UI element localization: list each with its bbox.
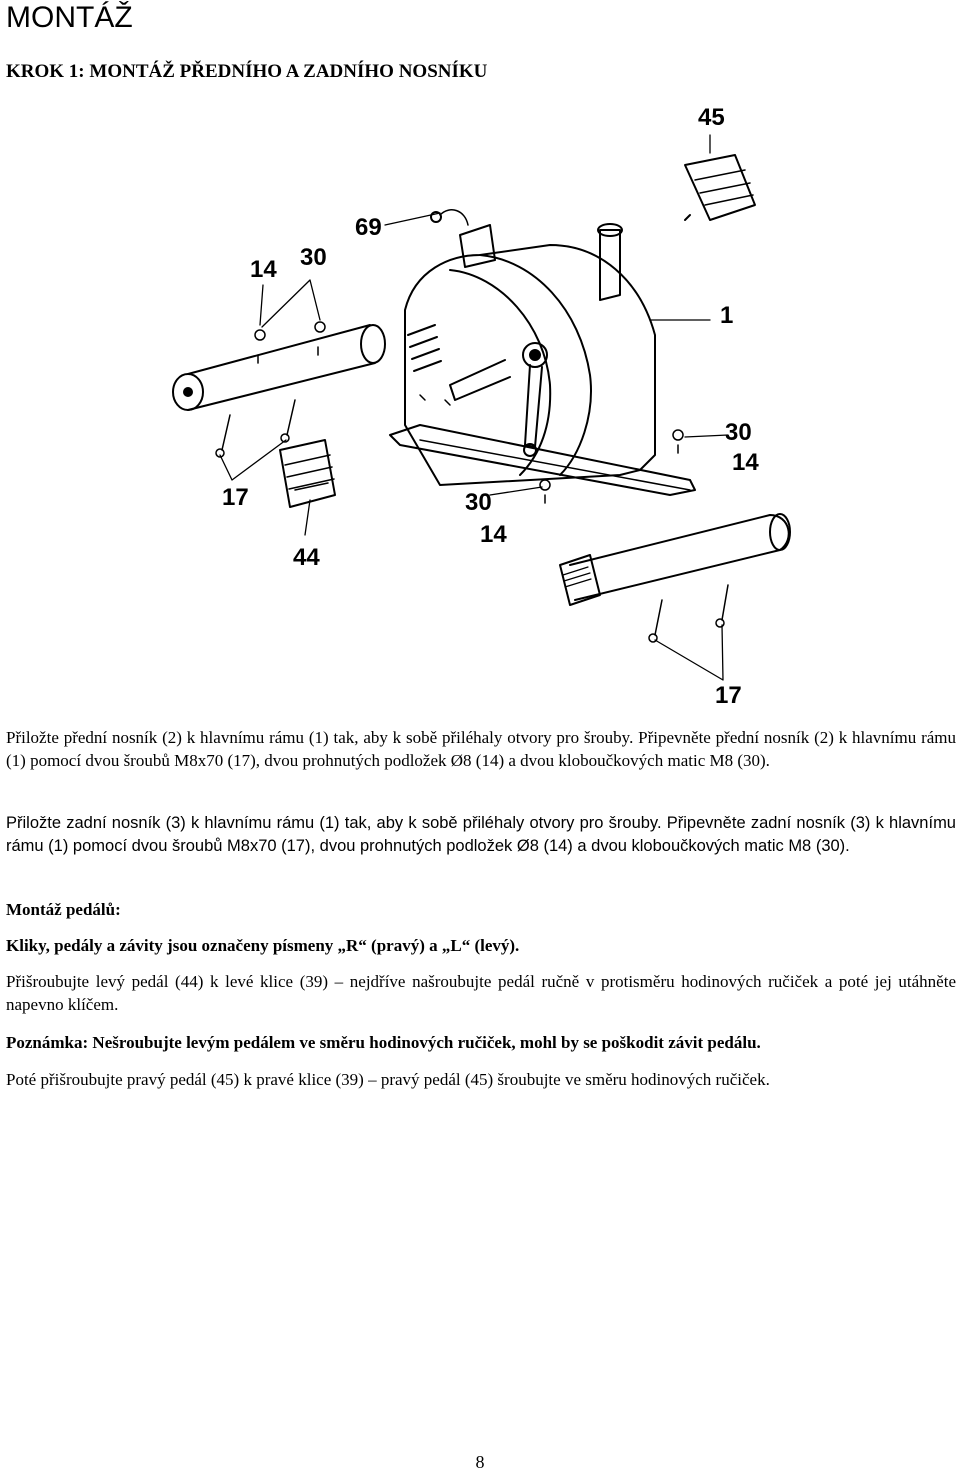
fasteners: [215, 321, 729, 643]
callout-14-center: 14: [480, 521, 507, 548]
callout-14: 14: [250, 256, 277, 283]
right-pedal: [684, 154, 756, 221]
heading-pedal-assembly: Montáž pedálů:: [6, 900, 121, 919]
callout-44: 44: [293, 544, 320, 571]
leader-lines: [219, 134, 729, 681]
step-title: KROK 1: MONTÁŽ PŘEDNÍHO A ZADNÍHO NOSNÍK…: [6, 61, 488, 82]
callout-14-right: 14: [732, 449, 759, 476]
callout-45: 45: [698, 104, 725, 131]
callout-17-front: 17: [715, 682, 742, 709]
callout-30-right: 30: [725, 419, 752, 446]
paragraph-right-pedal: Poté přišroubujte pravý pedál (45) k pra…: [6, 1070, 770, 1089]
paragraph-front-stabilizer: Přiložte přední nosník (2) k hlavnímu rá…: [6, 728, 956, 770]
main-frame: [389, 209, 696, 496]
rear-stabilizer: [172, 324, 386, 411]
paragraph-pedal-marking: Kliky, pedály a závity jsou označeny pís…: [6, 936, 520, 955]
callout-30: 30: [300, 244, 327, 271]
callout-17: 17: [222, 484, 249, 511]
callout-69: 69: [355, 214, 382, 241]
page-title: MONTÁŽ: [6, 1, 133, 34]
callouts: 45 69 14 30 1 30 14 17 30 14 44 17: [222, 104, 759, 709]
callout-1: 1: [720, 302, 733, 329]
callout-30-center: 30: [465, 489, 492, 516]
page-number: 8: [475, 1452, 485, 1472]
front-stabilizer: [559, 513, 791, 606]
paragraph-note: Poznámka: Nešroubujte levým pedálem ve s…: [6, 1033, 761, 1052]
paragraph-left-pedal: Přišroubujte levý pedál (44) k levé klic…: [6, 972, 956, 1014]
paragraph-rear-stabilizer: Přiložte zadní nosník (3) k hlavnímu rám…: [6, 814, 956, 855]
assembly-diagram: 45 69 14 30 1 30 14 17 30 14 44 17: [150, 95, 810, 715]
left-pedal: [279, 439, 336, 508]
